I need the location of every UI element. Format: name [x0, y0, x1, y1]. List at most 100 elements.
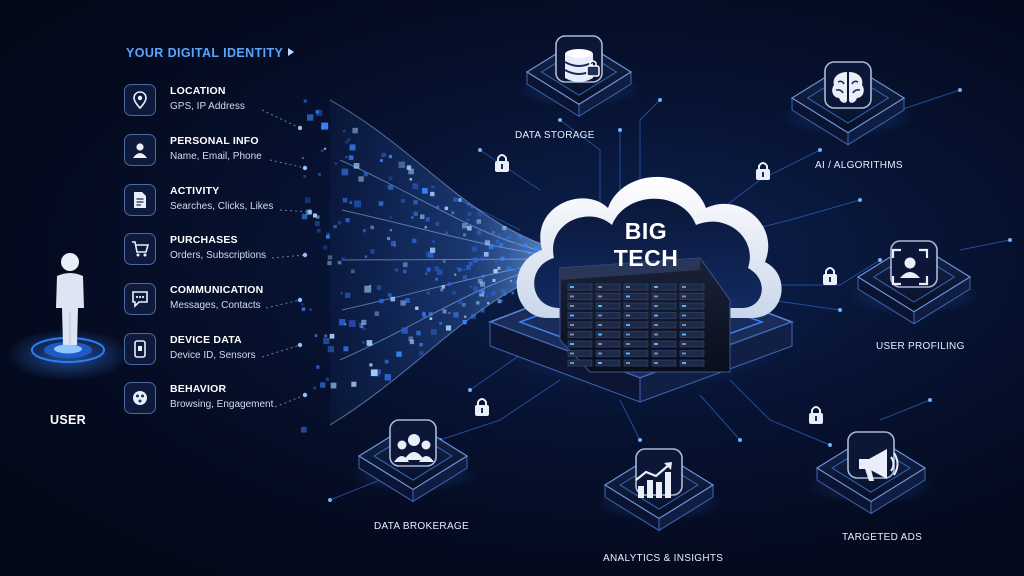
server-led	[682, 324, 686, 326]
data-particle	[479, 291, 485, 297]
server-led	[570, 286, 574, 288]
server-led	[626, 333, 630, 336]
bar-chart-icon	[635, 462, 672, 498]
data-particle	[515, 249, 518, 252]
server-led	[570, 314, 574, 317]
server-led	[626, 343, 630, 345]
data-particle	[444, 206, 449, 211]
category-activity: ACTIVITY Searches, Clicks, Likes	[124, 182, 324, 220]
data-particle	[439, 321, 443, 325]
data-particle	[388, 155, 392, 159]
data-particle	[497, 266, 501, 270]
data-particle	[337, 221, 342, 225]
data-particle	[402, 262, 408, 268]
group-icon	[394, 434, 434, 462]
data-particle	[381, 152, 386, 158]
data-particle	[517, 234, 523, 239]
server-slot	[679, 321, 705, 329]
data-particle	[388, 176, 393, 181]
data-particle	[387, 293, 392, 298]
data-particle	[387, 236, 391, 241]
data-particle	[445, 231, 448, 235]
server-slot	[623, 293, 649, 300]
data-particle	[401, 199, 405, 203]
data-particle	[364, 285, 372, 293]
data-particle	[467, 212, 472, 216]
server-slot	[595, 321, 621, 329]
category-title: BEHAVIOR	[170, 383, 227, 395]
server-slot	[623, 340, 649, 348]
data-particle	[370, 249, 375, 254]
data-particle	[481, 274, 485, 278]
data-particle	[447, 282, 452, 286]
label-analytics-insights: ANALYTICS & INSIGHTS	[603, 553, 724, 564]
category-title: DEVICE DATA	[170, 334, 242, 346]
category-device-data: DEVICE DATA Device ID, Sensors	[124, 331, 324, 369]
data-particle	[534, 246, 539, 251]
server-slot	[679, 331, 705, 338]
server-slot	[595, 340, 621, 348]
server-slot	[679, 340, 705, 348]
data-particle	[316, 215, 320, 219]
server-led	[598, 343, 602, 345]
data-particle	[415, 306, 419, 310]
server-slot	[651, 321, 677, 329]
server-slot	[595, 350, 621, 357]
data-particle	[495, 239, 500, 244]
data-particle	[495, 259, 499, 264]
data-particle	[325, 377, 329, 381]
data-particle	[314, 221, 320, 226]
data-particle	[341, 257, 345, 261]
data-particle	[487, 302, 490, 305]
data-particle	[390, 240, 396, 246]
data-particle	[324, 147, 327, 150]
data-particle	[476, 230, 482, 235]
data-particle	[466, 218, 470, 222]
user-label: USER	[50, 413, 86, 427]
server-led	[626, 286, 630, 288]
data-particle	[398, 161, 405, 168]
lock-icon	[756, 162, 770, 180]
data-particle	[472, 257, 479, 263]
data-particle	[442, 309, 447, 314]
data-particle	[345, 218, 350, 223]
data-particle	[345, 140, 348, 144]
server-slot	[651, 350, 677, 357]
data-particle	[389, 228, 393, 232]
data-particle	[361, 319, 367, 325]
data-particle	[425, 217, 430, 222]
server-led	[570, 343, 574, 345]
data-particle	[384, 374, 391, 381]
server-led	[682, 295, 686, 298]
server-led	[626, 324, 630, 326]
big-tech-title: BIG TECH	[596, 218, 696, 272]
data-particle	[469, 262, 473, 266]
server-led	[598, 305, 602, 307]
data-particle	[301, 213, 308, 220]
destination-tile	[806, 431, 936, 515]
server-led	[626, 295, 630, 298]
data-particle	[451, 211, 455, 215]
data-particle	[468, 261, 471, 264]
data-particle	[327, 255, 333, 260]
server-led	[654, 362, 658, 364]
data-particle	[388, 184, 394, 190]
data-particle	[413, 200, 418, 205]
server-slot	[595, 359, 621, 367]
lock-icons	[475, 154, 837, 424]
data-particle	[514, 267, 518, 271]
data-particle	[497, 299, 501, 303]
shopping-cart-icon	[124, 233, 156, 265]
person-icon	[124, 134, 156, 166]
location-pin-icon	[124, 84, 156, 116]
server-slot	[623, 321, 649, 329]
data-particle	[472, 246, 478, 252]
server-slot	[679, 293, 705, 300]
data-particle	[458, 267, 462, 272]
device-icon	[124, 333, 156, 365]
data-particle	[303, 99, 307, 103]
lock-icon	[495, 154, 509, 172]
data-particle	[326, 232, 330, 236]
data-particle	[504, 230, 508, 235]
